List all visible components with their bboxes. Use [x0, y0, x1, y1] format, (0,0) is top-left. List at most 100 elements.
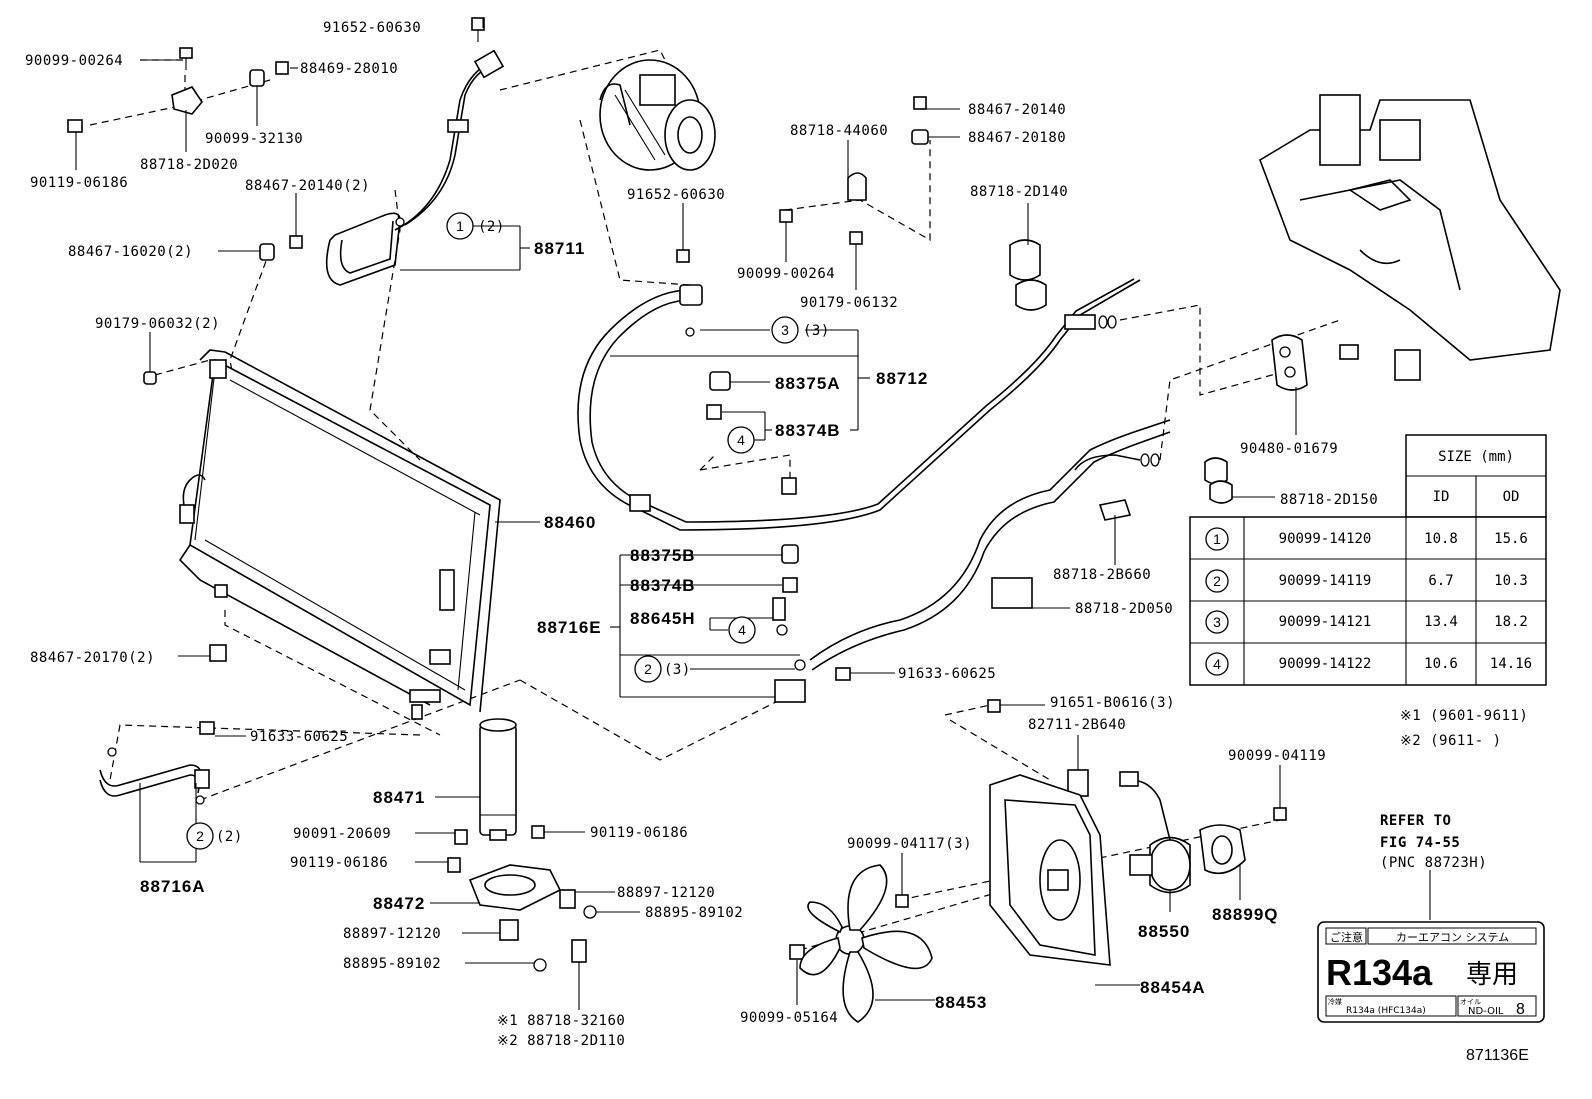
label-90099-05164: 90099-05164 [740, 1010, 838, 1026]
size-row-2-no: 2 [1213, 573, 1221, 589]
label-90480-01679: 90480-01679 [1240, 441, 1338, 457]
discharge-hose-88711 [325, 49, 505, 286]
condenser-88460 [178, 349, 501, 720]
label-88897-12120-b: 88897-12120 [343, 926, 441, 942]
callout-4-lower-number: 4 [738, 622, 746, 638]
refer-line-3: (PNC 88723H) [1380, 855, 1487, 871]
callout-2-a [186, 822, 214, 850]
size-row-3-id: 13.4 [1424, 614, 1458, 630]
callout-2-e [634, 655, 662, 683]
fan-cover-88899q [1199, 824, 1246, 875]
size-row-1-part: 90099-14120 [1279, 531, 1372, 547]
label-90091-20609: 90091-20609 [293, 826, 391, 842]
fan-88453 [799, 864, 933, 1023]
label-90119-06186-b: 90119-06186 [590, 825, 688, 841]
size-table-col-id: ID [1433, 489, 1450, 505]
liquid-tube-88716a [99, 764, 210, 797]
sticker-oil-value: ND-OIL [1468, 1006, 1504, 1017]
label-82711-2b640: 82711-2B640 [1028, 717, 1126, 733]
sticker-coolant-label: 冷媒 [1328, 997, 1342, 1006]
label-88467-20170-2: 88467-20170(2) [30, 650, 155, 666]
label-91633-60625-b: 91633-60625 [898, 666, 996, 682]
label-88469-28010: 88469-28010 [300, 61, 398, 77]
label-88895-89102-a: 88895-89102 [645, 905, 743, 921]
size-table-row-3: 3 90099-14121 13.4 18.2 [1205, 610, 1528, 634]
size-row-3-od: 18.2 [1494, 614, 1528, 630]
callout-4-upper-number: 4 [737, 432, 745, 448]
label-88716e: 88716E [537, 618, 602, 637]
evaporator-unit [1259, 94, 1561, 381]
compressor [599, 59, 716, 171]
label-91633-60625-a: 91633-60625 [250, 729, 348, 745]
label-88374b-a: 88374B [775, 421, 841, 440]
o-ring-size-table: SIZE (mm) ID OD 1 90099-14120 10.8 15.6 … [1189, 434, 1547, 686]
size-row-3-no: 3 [1213, 614, 1221, 630]
label-90099-00264-a: 90099-00264 [25, 53, 123, 69]
suction-hose-88712 [577, 278, 1141, 531]
liquid-tube-88716e [774, 419, 1171, 703]
small-parts [67, 17, 1287, 960]
label-88716a: 88716A [140, 877, 206, 896]
label-88718-2d140: 88718-2D140 [970, 184, 1068, 200]
sticker-caution: ご注意 [1330, 930, 1363, 944]
size-row-4-id: 10.6 [1424, 656, 1458, 672]
label-88374b-b: 88374B [630, 576, 696, 595]
size-row-1-no: 1 [1213, 531, 1221, 547]
label-88711: 88711 [534, 239, 585, 258]
label-88472: 88472 [373, 894, 425, 913]
callout-2-a-number: 2 [196, 828, 204, 844]
label-88895-89102-b: 88895-89102 [343, 956, 441, 972]
size-row-4-part: 90099-14122 [1279, 656, 1372, 672]
label-88460: 88460 [544, 513, 596, 532]
figure-id: 871136E [1466, 1047, 1529, 1064]
label-90119-06186-c: 90119-06186 [290, 855, 388, 871]
label-90099-00264-b: 90099-00264 [737, 266, 835, 282]
evaporator-gasket-90480 [1271, 334, 1308, 391]
label-88471: 88471 [373, 788, 425, 807]
refer-line-2: FIG 74-55 [1380, 835, 1460, 851]
label-c2-qty-e: (3) [664, 662, 691, 678]
size-row-4-od: 14.16 [1490, 656, 1532, 672]
part-labels: 91652-60630 90099-00264 88469-28010 9009… [25, 20, 1378, 1049]
label-c3-qty: (3) [803, 323, 830, 339]
size-table-row-4: 4 90099-14122 10.6 14.16 [1205, 652, 1532, 676]
label-88718-2d150: 88718-2D150 [1280, 492, 1378, 508]
size-table-row-2: 2 90099-14119 6.7 10.3 [1205, 569, 1528, 593]
label-88375a: 88375A [775, 374, 841, 393]
sticker-system: カーエアコン システム [1396, 931, 1509, 944]
sticker-oil-number: 8 [1516, 1001, 1525, 1018]
label-88899q: 88899Q [1212, 905, 1279, 924]
label-88375b: 88375B [630, 546, 696, 565]
label-88718-2d050: 88718-2D050 [1075, 601, 1173, 617]
size-row-2-part: 90099-14119 [1279, 573, 1372, 589]
label-88712: 88712 [876, 369, 928, 388]
callout-4-lower [728, 616, 756, 644]
label-88453: 88453 [935, 993, 987, 1012]
note-1: ※1 (9601-9611) [1400, 708, 1528, 724]
sticker-refrigerant: R134a [1326, 952, 1433, 993]
callout-4-upper [727, 426, 755, 454]
callout-1-number: 1 [456, 218, 464, 234]
note-2: ※2 (9611- ) [1400, 733, 1502, 749]
callout-2-e-number: 2 [644, 661, 652, 677]
label-c1-qty: (2) [478, 219, 505, 235]
refer-line-1: REFER TO [1380, 813, 1451, 829]
sticker-coolant-value: R134a (HFC134a) [1346, 1006, 1426, 1016]
label-90179-06132: 90179-06132 [800, 295, 898, 311]
fan-shroud-88454a [989, 774, 1111, 966]
receiver-bracket-88472 [447, 825, 597, 972]
leader-lines [75, 18, 1431, 1010]
size-row-2-id: 6.7 [1428, 573, 1453, 589]
callout-1 [446, 212, 474, 240]
label-91652-60630-a: 91652-60630 [323, 20, 421, 36]
sticker-oil-label: オイル [1460, 998, 1481, 1006]
notes: ※1 (9601-9611) ※2 (9611- ) REFER TO FIG … [1380, 708, 1528, 871]
label-90099-04119: 90099-04119 [1228, 748, 1326, 764]
size-table-header: SIZE (mm) [1438, 449, 1514, 465]
callout-3 [771, 316, 799, 344]
label-90099-32130: 90099-32130 [205, 131, 303, 147]
label-88718-44060: 88718-44060 [790, 123, 888, 139]
label-90119-06186-a: 90119-06186 [30, 175, 128, 191]
sticker-dedicated: 専用 [1466, 960, 1518, 990]
